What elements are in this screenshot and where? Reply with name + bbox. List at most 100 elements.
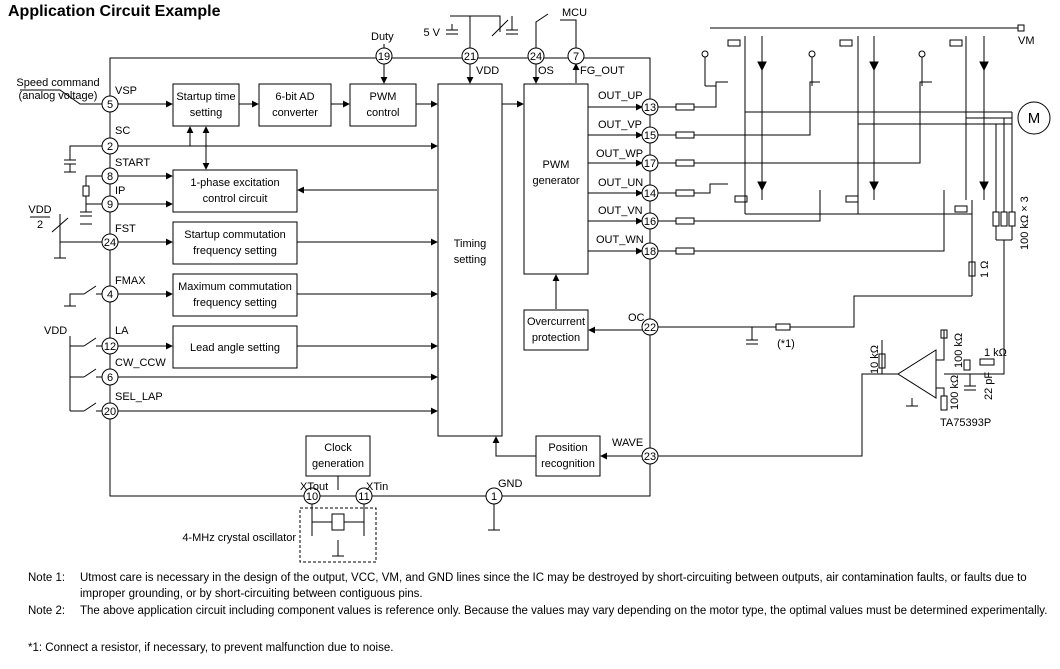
svg-text:OUT_WP: OUT_WP bbox=[596, 148, 643, 160]
pin-15: 15 bbox=[644, 130, 656, 142]
svg-text:converter: converter bbox=[272, 107, 318, 119]
left-external: Speed command (analog voltage) VDD 2 VDD bbox=[16, 77, 102, 412]
pin-21: 21 bbox=[464, 51, 476, 63]
note-3-text: Connect a resistor, if necessary, to pre… bbox=[45, 642, 394, 654]
svg-text:FMAX: FMAX bbox=[115, 275, 146, 287]
note-2: Note 2: The above application circuit in… bbox=[28, 603, 1060, 619]
svg-text:SC: SC bbox=[115, 125, 130, 137]
svg-text:PWM: PWM bbox=[543, 159, 570, 171]
note-1-label: Note 1: bbox=[28, 572, 66, 584]
svg-text:OS: OS bbox=[538, 65, 554, 77]
pin-12: 12 bbox=[104, 341, 116, 353]
svg-text:GND: GND bbox=[498, 478, 523, 490]
note-3-label: *1: bbox=[28, 642, 43, 654]
block-pwm-control: PWM control bbox=[349, 83, 417, 127]
svg-text:control: control bbox=[366, 107, 399, 119]
svg-text:M: M bbox=[1028, 110, 1041, 127]
pin-11: 11 bbox=[358, 491, 369, 503]
note-2-label: Note 2: bbox=[28, 605, 66, 617]
svg-text:Maximum commutation: Maximum commutation bbox=[178, 281, 292, 293]
power-stage: VM bbox=[658, 24, 1051, 350]
svg-text:OC: OC bbox=[628, 312, 645, 324]
circuit-diagram: Startup time setting 6-bit AD converter … bbox=[16, 7, 1051, 563]
pin-23: 23 bbox=[644, 451, 656, 463]
svg-text:6-bit AD: 6-bit AD bbox=[275, 91, 314, 103]
block-startup-time: Startup time setting bbox=[172, 83, 240, 127]
svg-text:100 kΩ × 3: 100 kΩ × 3 bbox=[1019, 196, 1031, 250]
svg-text:1-phase excitation: 1-phase excitation bbox=[190, 177, 279, 189]
note-1: Note 1: Utmost care is necessary in the … bbox=[28, 570, 1060, 602]
svg-text:(analog voltage): (analog voltage) bbox=[19, 90, 98, 102]
block-max-commutation: Maximum commutation frequency setting bbox=[172, 273, 298, 317]
pin-names: VSP SC START IP FST FMAX LA CW_CCW SEL_L… bbox=[115, 31, 645, 493]
svg-text:4-MHz crystal oscillator: 4-MHz crystal oscillator bbox=[182, 532, 296, 544]
top-external: 5 V MCU bbox=[383, 7, 587, 48]
pin-6: 6 bbox=[107, 372, 113, 384]
svg-text:VM: VM bbox=[1018, 35, 1035, 47]
pin-9: 9 bbox=[107, 199, 113, 211]
svg-text:generator: generator bbox=[532, 175, 579, 187]
svg-text:recognition: recognition bbox=[541, 458, 595, 470]
pin-1: 1 bbox=[491, 491, 497, 503]
svg-text:START: START bbox=[115, 157, 150, 169]
svg-text:OUT_WN: OUT_WN bbox=[596, 234, 644, 246]
svg-text:IP: IP bbox=[115, 185, 125, 197]
svg-text:frequency setting: frequency setting bbox=[193, 245, 277, 257]
pin-24-fst: 24 bbox=[104, 237, 116, 249]
note-2-text: The above application circuit including … bbox=[80, 605, 1048, 617]
svg-text:Duty: Duty bbox=[371, 31, 394, 43]
svg-text:OUT_VP: OUT_VP bbox=[598, 119, 642, 131]
block-pwm-generator: PWM generator bbox=[523, 83, 589, 275]
pin-7: 7 bbox=[573, 51, 579, 63]
svg-text:setting: setting bbox=[190, 107, 222, 119]
svg-text:100 kΩ: 100 kΩ bbox=[949, 375, 961, 410]
pin-24-os: 24 bbox=[530, 51, 542, 63]
block-clock-generation: Clock generation bbox=[305, 435, 371, 477]
svg-text:22 pF: 22 pF bbox=[983, 372, 995, 400]
pin-18: 18 bbox=[644, 246, 656, 258]
svg-text:OUT_UP: OUT_UP bbox=[598, 90, 643, 102]
svg-text:1 Ω: 1 Ω bbox=[979, 261, 991, 278]
pin-8: 8 bbox=[107, 171, 113, 183]
svg-text:Timing: Timing bbox=[454, 238, 487, 250]
pin-16: 16 bbox=[644, 216, 656, 228]
page-title: Application Circuit Example bbox=[8, 3, 221, 20]
svg-text:PWM: PWM bbox=[370, 91, 397, 103]
pin-22: 22 bbox=[644, 322, 656, 334]
svg-text:setting: setting bbox=[454, 254, 486, 266]
svg-text:2: 2 bbox=[37, 219, 43, 231]
svg-text:VSP: VSP bbox=[115, 85, 137, 97]
block-timing: Timing setting bbox=[437, 83, 503, 437]
svg-text:protection: protection bbox=[532, 332, 580, 344]
svg-text:Speed command: Speed command bbox=[16, 77, 99, 89]
svg-text:(*1): (*1) bbox=[777, 338, 795, 350]
svg-text:TA75393P: TA75393P bbox=[940, 417, 991, 429]
pin-13: 13 bbox=[644, 102, 656, 114]
svg-text:FST: FST bbox=[115, 223, 136, 235]
block-position-recognition: Position recognition bbox=[535, 435, 601, 477]
svg-text:Startup commutation: Startup commutation bbox=[184, 229, 286, 241]
block-startup-commutation: Startup commutation frequency setting bbox=[172, 221, 298, 265]
block-excitation: 1-phase excitation control circuit bbox=[172, 169, 298, 213]
pin-19: 19 bbox=[378, 51, 390, 63]
svg-text:OUT_UN: OUT_UN bbox=[598, 177, 643, 189]
svg-text:SEL_LAP: SEL_LAP bbox=[115, 391, 163, 403]
svg-text:Position: Position bbox=[548, 442, 587, 454]
block-lead-angle: Lead angle setting bbox=[172, 325, 298, 369]
svg-text:Lead angle setting: Lead angle setting bbox=[190, 342, 280, 354]
svg-text:MCU: MCU bbox=[562, 7, 587, 19]
svg-text:5 V: 5 V bbox=[423, 27, 440, 39]
svg-text:VDD: VDD bbox=[476, 65, 499, 77]
svg-text:Startup time: Startup time bbox=[176, 91, 235, 103]
pin-5: 5 bbox=[107, 99, 113, 111]
opamp-circuit: TA75393P 10 kΩ 100 kΩ 100 kΩ 22 pF 1 kΩ bbox=[658, 240, 1007, 457]
svg-text:VDD: VDD bbox=[28, 204, 51, 216]
svg-text:100 kΩ: 100 kΩ bbox=[953, 333, 965, 368]
svg-text:VDD: VDD bbox=[44, 325, 67, 337]
pin-20: 20 bbox=[104, 406, 116, 418]
svg-text:LA: LA bbox=[115, 325, 129, 337]
note-1-text: Utmost care is necessary in the design o… bbox=[80, 572, 1027, 600]
svg-text:OUT_VN: OUT_VN bbox=[598, 205, 643, 217]
svg-text:CW_CCW: CW_CCW bbox=[115, 357, 166, 369]
svg-text:1 kΩ: 1 kΩ bbox=[984, 347, 1007, 359]
